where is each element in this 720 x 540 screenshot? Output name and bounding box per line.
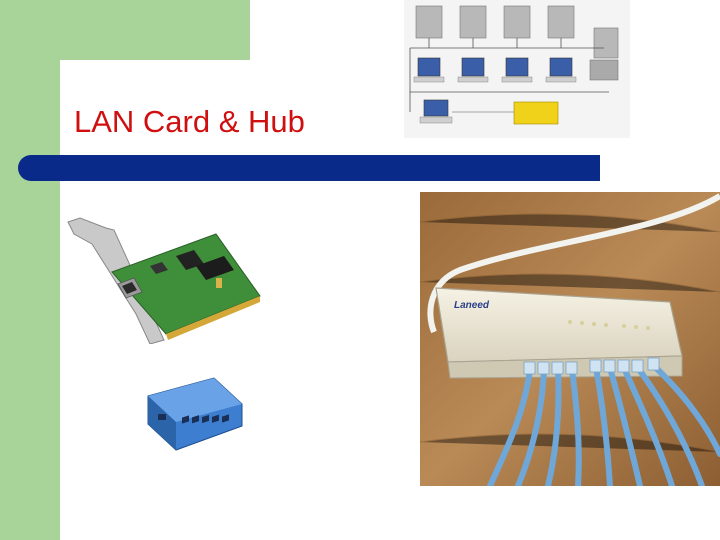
monitor-icon: [413, 57, 619, 83]
green-top-band: [0, 0, 250, 60]
network-diagram-image: [404, 0, 630, 138]
blue-hub-image: [147, 377, 243, 451]
blue-network-cables: [487, 363, 720, 486]
hub-with-cables-photo: Laneed: [420, 192, 720, 486]
hub-brand-label: Laneed: [454, 300, 490, 311]
server-icon: [415, 5, 619, 59]
lan-card-image: [67, 217, 261, 344]
gateway-computer-icon: [419, 99, 453, 124]
title-accent-bar: [18, 155, 600, 181]
slide-title: LAN Card & Hub: [74, 104, 305, 139]
green-sidebar-band: [0, 0, 60, 540]
yellow-device-box: [513, 101, 559, 125]
